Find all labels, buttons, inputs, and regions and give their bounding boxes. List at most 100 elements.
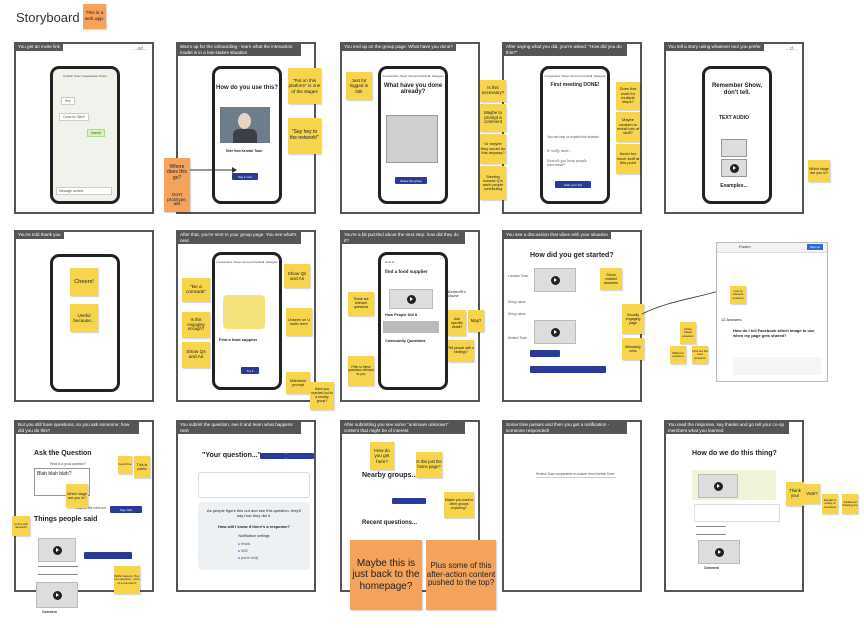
- howto-header: How to...: [385, 260, 397, 264]
- info-text: As people figure this out and see this q…: [206, 508, 302, 518]
- storyboard-cell-puzzled: You're a bit puzzled about the next step…: [340, 230, 484, 402]
- slider[interactable]: [696, 526, 726, 527]
- storyboard-cell-onboarding: Warm up for the onboarding - learn what …: [176, 42, 321, 214]
- page-title: Storyboard: [16, 10, 80, 25]
- storyboard-cell-notification: Some time passes and then you get a noti…: [502, 420, 642, 592]
- message-input[interactable]: Message content: [56, 187, 112, 195]
- slider[interactable]: [696, 534, 726, 535]
- play-icon[interactable]: [52, 590, 62, 600]
- sticky-note: Or maybe they would do this anyway?: [480, 134, 506, 164]
- chat-bubble: Come be Sillet!: [59, 113, 89, 121]
- start-qa-button[interactable]: Start your QA: [555, 181, 591, 188]
- sticky-note: Map?: [468, 310, 484, 332]
- discussion-title: How did you get started?: [530, 252, 614, 259]
- video-placeholder: [721, 159, 747, 177]
- image-placeholder: [721, 139, 747, 157]
- say-it-next-button[interactable]: Say it next: [232, 173, 258, 180]
- video-player[interactable]: [534, 320, 576, 344]
- sticky-note: Unseen on U tactic here: [286, 308, 312, 336]
- sticky-note: Which stage are you in?: [808, 160, 830, 182]
- sticky-note: "Be a comrade": [182, 278, 210, 302]
- forum-topbar: Forum Sign up: [717, 243, 827, 253]
- script-text: It really went...: [547, 149, 572, 153]
- chat-bubble: thanks!: [87, 129, 106, 137]
- settings-label: Notification settings: [238, 534, 270, 538]
- try-it-button[interactable]: Try it: [241, 367, 259, 374]
- cell-caption: Warm up for the onboarding - learn what …: [177, 43, 301, 57]
- action-button[interactable]: [530, 366, 606, 373]
- phone-mockup: How to... find a food supplier How Peopl…: [378, 252, 448, 390]
- storyboard-cell-show-dont-tell: You tell a story using whatever tool you…: [664, 42, 830, 214]
- video-strip: [383, 321, 439, 333]
- cell-caption: You get an invite link: [15, 43, 63, 51]
- sticky-note: Explain it easily to members: [822, 494, 838, 514]
- video-player[interactable]: [534, 268, 576, 292]
- person-name: Shiri from Kentish Town: [225, 149, 263, 153]
- question-input[interactable]: Blah blah blah?: [34, 468, 90, 496]
- play-icon[interactable]: [52, 545, 62, 555]
- sticky-note: Don't prototype, ask: [164, 188, 190, 212]
- sticky-note: Show Qs and As: [284, 264, 310, 288]
- sticky-note: Mode based answers: [680, 322, 696, 344]
- sticky-note: Show related answers: [600, 268, 622, 290]
- section-heading: Things people said: [34, 516, 98, 523]
- examples-link[interactable]: Examples...: [720, 183, 748, 189]
- storyboard-cell-thank-you: You're told thank you Cheers! Useful bec…: [14, 230, 154, 402]
- handwritten-note: Kenneth's Quest: [448, 290, 467, 298]
- play-icon[interactable]: [713, 481, 723, 491]
- illustration: [223, 295, 265, 329]
- header-button[interactable]: [286, 453, 314, 459]
- action-button[interactable]: [392, 498, 426, 504]
- flow-arrow: [190, 167, 237, 173]
- play-icon[interactable]: [550, 327, 560, 337]
- signup-button[interactable]: Sign up: [806, 244, 823, 250]
- row-label: Group name: [508, 300, 526, 304]
- storyboard-cell-group-page: You end up on the group page: What have …: [340, 42, 480, 214]
- phone-mockup: Cooperative Tower Group Kelvinhall, Glas…: [378, 66, 448, 204]
- play-icon[interactable]: [729, 163, 739, 173]
- sticky-note: Ultimately, wins: [622, 338, 644, 360]
- video-player[interactable]: [36, 582, 78, 608]
- sticky-note: Have you reached out to a nearby group?: [310, 382, 334, 410]
- sticky-note: Maybe this is just back to the homepage?: [350, 540, 422, 610]
- chat-bubble: Hey: [61, 97, 75, 105]
- video-player[interactable]: [698, 540, 740, 564]
- cell-caption: You read the response, say thanks and go…: [665, 421, 789, 435]
- video-player[interactable]: [389, 289, 433, 309]
- sticky-note: This is a web app.: [83, 4, 106, 29]
- sticky-note: Just for logged in folk: [346, 72, 372, 100]
- header-button[interactable]: [260, 453, 286, 459]
- sticky-note: Vote?: [804, 484, 820, 504]
- answer-count: 12 Answers: [721, 317, 742, 322]
- slider[interactable]: [38, 574, 78, 575]
- play-icon[interactable]: [406, 294, 416, 304]
- video-player[interactable]: [38, 538, 76, 562]
- toggle-sms[interactable]: ● SMS: [238, 549, 248, 553]
- action-button[interactable]: [530, 350, 560, 357]
- sticky-note: Different answers: [670, 346, 686, 364]
- sticky-note: Avoid too much stuff at this point: [616, 144, 640, 174]
- tag-button[interactable]: Tag / Ask: [110, 506, 142, 513]
- toggle-emails[interactable]: ● emails: [238, 542, 251, 546]
- ghost-text: ...ad...: [133, 46, 147, 52]
- sticky-note: Maybe to prompt a comment: [480, 104, 506, 132]
- comment-label: Comment: [42, 610, 57, 614]
- toggle-phone[interactable]: ● phone notify: [238, 556, 259, 560]
- phone-title: Remember Show, don't tell.: [711, 83, 763, 96]
- cell-caption: Some time passes and then you get a noti…: [503, 421, 627, 435]
- share-button[interactable]: Share the group: [395, 177, 427, 184]
- sticky-note: This is public: [134, 456, 150, 478]
- sticky-note: Is this engaging enough?: [182, 312, 210, 338]
- cell-caption: You see a discussion that vibes with you…: [503, 231, 611, 239]
- notification-text: Kentish Town cooperative re-answer from …: [536, 472, 616, 478]
- play-icon[interactable]: [550, 275, 560, 285]
- video-player[interactable]: [698, 474, 738, 498]
- action-button[interactable]: [84, 552, 132, 559]
- phone-mockup: Cooperative Tower Group Kelvinhall, Glas…: [540, 66, 610, 204]
- sticky-note: Visually engaging page: [622, 304, 644, 334]
- question-title: "Your question...": [202, 452, 262, 459]
- slider[interactable]: [38, 566, 78, 567]
- script-text: How do you keep people interested?: [547, 159, 587, 167]
- play-icon[interactable]: [714, 547, 724, 557]
- phone-mockup: How do you use this? Shiri from Kentish …: [212, 66, 282, 204]
